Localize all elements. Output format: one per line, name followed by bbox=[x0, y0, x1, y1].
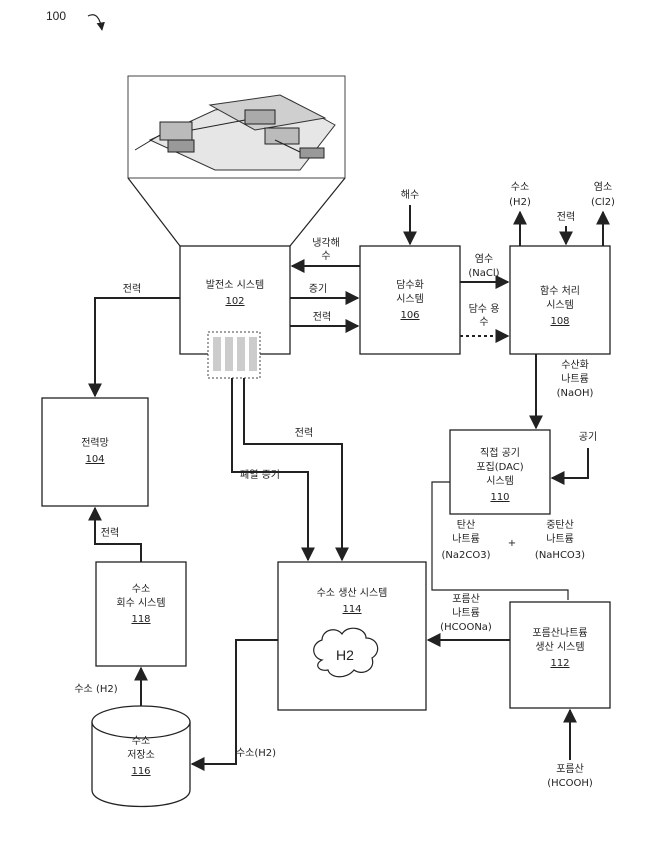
dac-system-number: 110 bbox=[490, 492, 509, 503]
brine-processing-system-number: 108 bbox=[550, 316, 569, 327]
power-plant-control-panel bbox=[208, 332, 260, 378]
illustration-callout-right bbox=[290, 178, 345, 246]
dac-system-label-1: 직접 공기 bbox=[480, 447, 520, 459]
hydrogen-storage-label-1: 수소 bbox=[132, 735, 150, 747]
bicarbonate-label-3: (NaHCO3) bbox=[535, 550, 585, 561]
brine-label-2: (NaCl) bbox=[468, 268, 499, 279]
waste-steam-label: 폐열 증기 bbox=[240, 469, 280, 481]
dac-system-label-3: 시스템 bbox=[486, 475, 514, 487]
steam-label: 증기 bbox=[309, 283, 327, 295]
fresh-water-label-1: 담수 용 bbox=[469, 303, 500, 315]
formate-label-2: 나트륨 bbox=[452, 607, 480, 619]
hydrogen-out-label: 수소 bbox=[511, 181, 529, 193]
illustration-callout-left bbox=[128, 178, 180, 246]
power-plant-illustration bbox=[128, 76, 345, 178]
naoh-label-1: 수산화 bbox=[561, 359, 589, 371]
bicarbonate-label-1: 중탄산 bbox=[546, 519, 574, 531]
fresh-water-label-2: 수 bbox=[479, 316, 488, 328]
cooling-water-label-1: 냉각해 bbox=[312, 236, 340, 249]
air-arrow bbox=[552, 448, 588, 478]
hydrogen-recovery-system-label-1: 수소 bbox=[132, 583, 150, 595]
sodium-carbonate-label-1: 탄산 bbox=[457, 519, 475, 531]
desalination-system-number: 106 bbox=[400, 310, 419, 321]
brine-processing-system-label-1: 함수 처리 bbox=[540, 285, 580, 297]
grid-power-label: 전력 bbox=[123, 283, 141, 295]
brine-label-1: 염수 bbox=[475, 253, 493, 265]
hydrogen-recovery-system-label-2: 회수 시스템 bbox=[116, 597, 165, 609]
plus-sign: + bbox=[508, 538, 516, 549]
power-grid-label: 전력망 bbox=[81, 437, 109, 449]
hydrogen-production-system-label: 수소 생산 시스템 bbox=[317, 587, 388, 599]
sodium-carbonate-label-3: (Na2CO3) bbox=[442, 550, 491, 561]
formate-production-system-label-1: 포름산나트륨 bbox=[532, 627, 587, 639]
h2-power-label: 전력 bbox=[295, 427, 313, 439]
formic-acid-label-2: (HCOOH) bbox=[547, 778, 593, 789]
dac-system-label-2: 포집(DAC) bbox=[476, 461, 523, 473]
formate-label-1: 포름산 bbox=[452, 593, 480, 605]
hydrogen-cloud-label: H2 bbox=[336, 647, 354, 663]
formate-production-system-number: 112 bbox=[550, 658, 569, 669]
recovery-power-label: 전력 bbox=[101, 527, 119, 539]
air-label: 공기 bbox=[579, 431, 597, 443]
figure-ref: 100 bbox=[46, 9, 66, 23]
h2-power-arrow bbox=[244, 378, 342, 560]
hydrogen-out-formula: (H2) bbox=[509, 197, 531, 208]
grid-power-arrow bbox=[95, 298, 180, 396]
naoh-label-2: 나트륨 bbox=[561, 373, 589, 385]
seawater-label: 해수 bbox=[401, 188, 419, 201]
formate-label-3: (HCOONa) bbox=[440, 622, 492, 633]
desalination-system-label-2: 시스템 bbox=[396, 293, 424, 305]
h2-storage-label: 수소(H2) bbox=[236, 747, 276, 759]
power-grid-box bbox=[42, 398, 148, 506]
power-plant-system-label: 발전소 시스템 bbox=[206, 279, 264, 291]
figure-ref-arrow bbox=[88, 15, 102, 30]
formate-production-system-label-2: 생산 시스템 bbox=[535, 641, 584, 653]
naoh-label-3: (NaOH) bbox=[557, 388, 594, 399]
chlorine-out-label: 염소 bbox=[594, 181, 612, 193]
recovered-h2-label: 수소 (H2) bbox=[74, 683, 117, 695]
brine-power-label: 전력 bbox=[557, 211, 575, 223]
power-grid-number: 104 bbox=[85, 454, 104, 465]
formate-production-system-box bbox=[510, 602, 610, 708]
bicarbonate-label-2: 나트륨 bbox=[546, 533, 574, 545]
hydrogen-production-system-number: 114 bbox=[342, 604, 361, 615]
power-plant-system-number: 102 bbox=[225, 296, 244, 307]
desal-power-label: 전력 bbox=[313, 311, 331, 323]
sodium-carbonate-label-2: 나트륨 bbox=[452, 533, 480, 545]
brine-processing-system-label-2: 시스템 bbox=[546, 299, 574, 311]
hydrogen-storage-number: 116 bbox=[131, 766, 150, 777]
chlorine-out-formula: (Cl2) bbox=[591, 197, 615, 208]
h2-storage-arrow bbox=[192, 640, 278, 764]
hydrogen-storage-label-2: 저장소 bbox=[127, 749, 155, 761]
cooling-water-label-2: 수 bbox=[321, 250, 330, 262]
formic-acid-label-1: 포름산 bbox=[556, 763, 584, 775]
desalination-system-label-1: 담수화 bbox=[396, 279, 424, 291]
hydrogen-recovery-system-number: 118 bbox=[131, 614, 150, 625]
